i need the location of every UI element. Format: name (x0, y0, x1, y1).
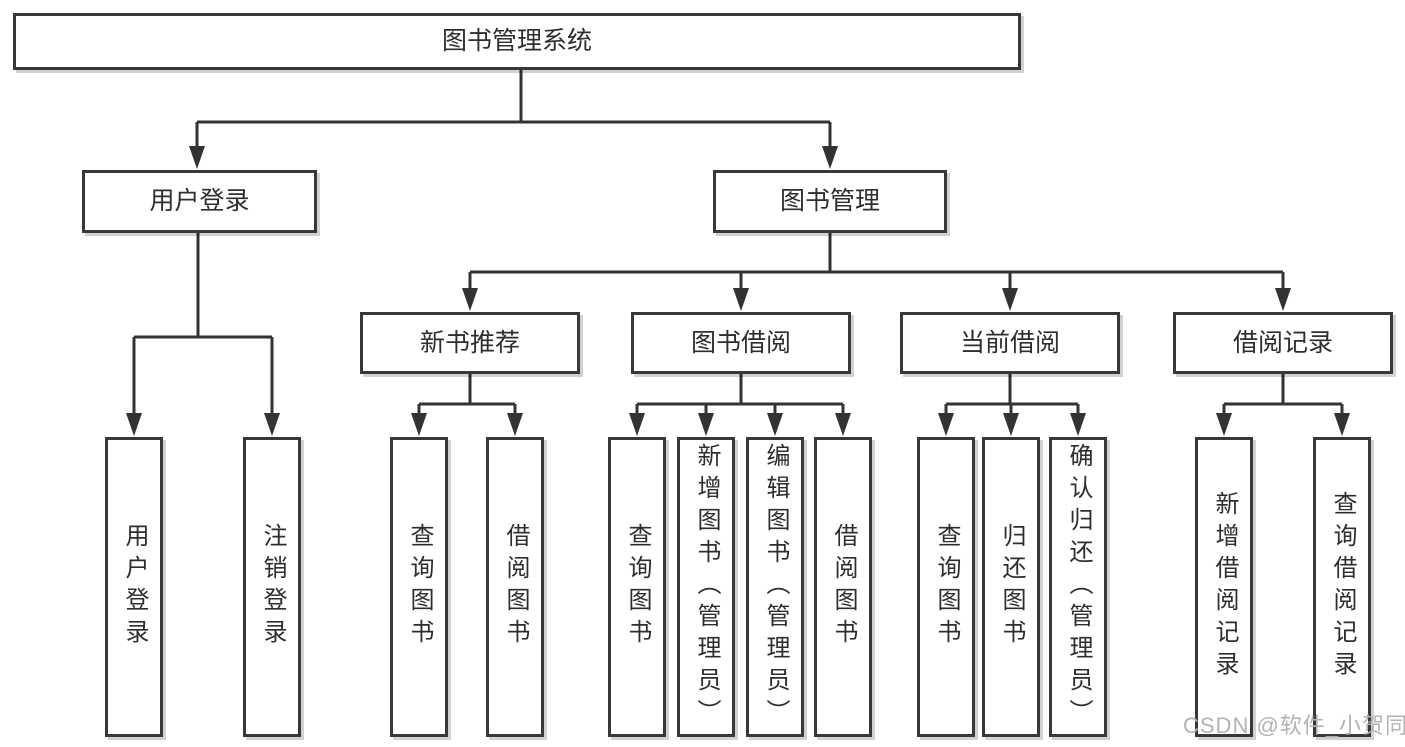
leaf-return-books: 归还图书 (982, 437, 1040, 737)
leaf-query-books-current: 查询图书 (917, 437, 975, 737)
leaf-logout-login: 注销登录 (243, 437, 301, 737)
node-label: 当前借阅 (959, 328, 1060, 357)
leaf-confirm-return-admin: 确认归还（管理员） (1049, 437, 1107, 737)
leaf-add-book-admin: 新增图书（管理员） (677, 437, 735, 737)
node-label: 借阅图书 (830, 523, 857, 651)
node-label: 查询借阅记录 (1329, 491, 1356, 683)
csdn-watermark: CSDN @软件_小贺同学 (1183, 713, 1405, 738)
node-borrowing-records: 借阅记录 (1173, 312, 1393, 374)
node-label: 图书管理系统 (441, 27, 592, 55)
node-label: 新书推荐 (419, 328, 520, 357)
node-label: 借阅记录 (1232, 328, 1333, 357)
node-label: 注销登录 (259, 523, 286, 651)
leaf-borrow-books-recommend: 借阅图书 (486, 437, 544, 737)
node-library-management-system: 图书管理系统 (13, 13, 1021, 70)
node-label: 查询图书 (624, 523, 651, 651)
leaf-borrow-books: 借阅图书 (814, 437, 872, 737)
node-label: 用户登录 (149, 187, 250, 215)
leaf-user-login: 用户登录 (105, 437, 163, 737)
leaf-query-borrow-record: 查询借阅记录 (1313, 437, 1371, 737)
node-new-book-recommend: 新书推荐 (360, 312, 580, 374)
node-current-borrowing: 当前借阅 (900, 312, 1120, 374)
node-label: 查询图书 (406, 523, 433, 651)
node-book-borrowing: 图书借阅 (631, 312, 851, 374)
node-label: 借阅图书 (502, 523, 529, 651)
node-label: 新增图书（管理员） (693, 443, 720, 731)
node-label: 确认归还（管理员） (1065, 443, 1092, 731)
node-label: 归还图书 (998, 523, 1025, 651)
leaf-query-books-recommend: 查询图书 (390, 437, 448, 737)
node-label: 用户登录 (121, 523, 148, 651)
node-label: 图书借阅 (690, 328, 791, 357)
node-book-management: 图书管理 (713, 170, 947, 233)
node-label: 新增借阅记录 (1211, 491, 1238, 683)
leaf-edit-book-admin: 编辑图书（管理员） (746, 437, 804, 737)
leaf-query-books-borrowing: 查询图书 (608, 437, 666, 737)
node-user-login: 用户登录 (82, 170, 317, 233)
node-label: 编辑图书（管理员） (762, 443, 789, 731)
node-label: 查询图书 (933, 523, 960, 651)
node-label: 图书管理 (779, 187, 880, 215)
leaf-add-borrow-record: 新增借阅记录 (1195, 437, 1253, 737)
